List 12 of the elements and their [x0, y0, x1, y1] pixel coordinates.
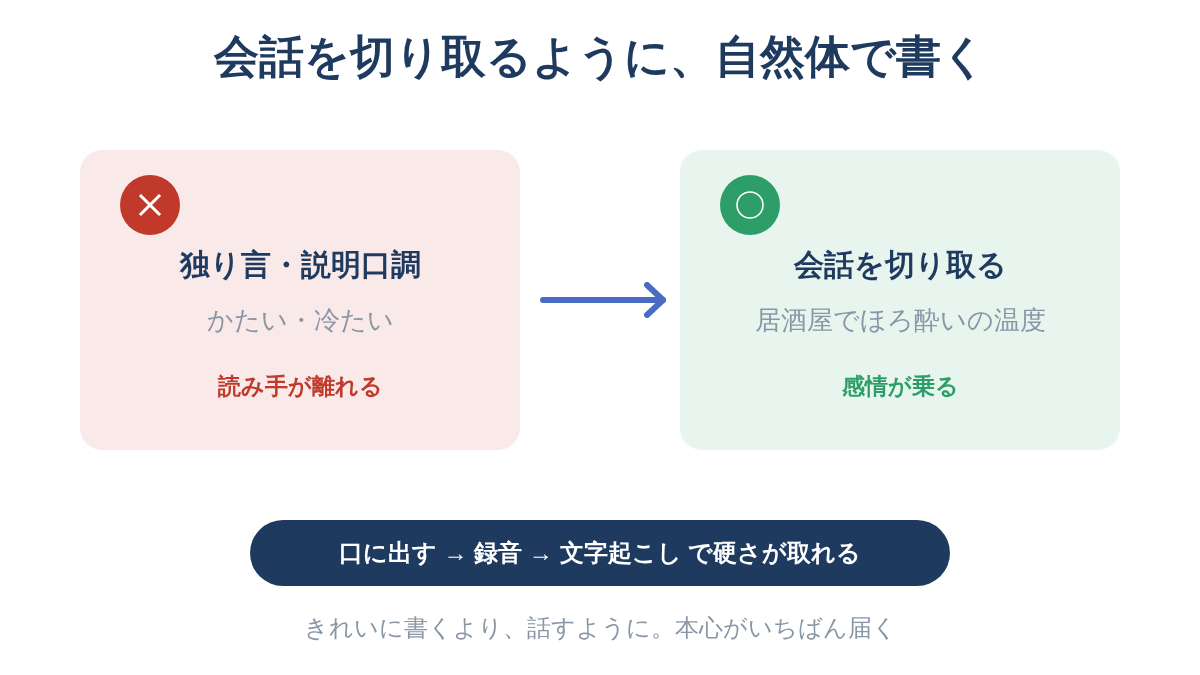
title: 会話を切り取るように、自然体で書く	[213, 30, 987, 84]
comparison-card	[80, 150, 520, 450]
card-note: 読み手が離れる	[217, 372, 383, 401]
comparison-card	[680, 150, 1120, 450]
card-heading: 独り言・説明口調	[179, 247, 421, 283]
card-note: 感情が乗る	[841, 372, 959, 401]
caption: きれいに書くより、話すように。本心がいちばん届く	[303, 613, 897, 643]
card-subtitle: 居酒屋でほろ酔いの温度	[754, 304, 1046, 337]
card-subtitle: かたい・冷たい	[206, 304, 394, 337]
card-heading: 会話を切り取る	[793, 247, 1007, 283]
arrow	[540, 282, 666, 318]
banner: 口に出す → 録音 → 文字起こし で硬さが取れる	[250, 520, 950, 586]
